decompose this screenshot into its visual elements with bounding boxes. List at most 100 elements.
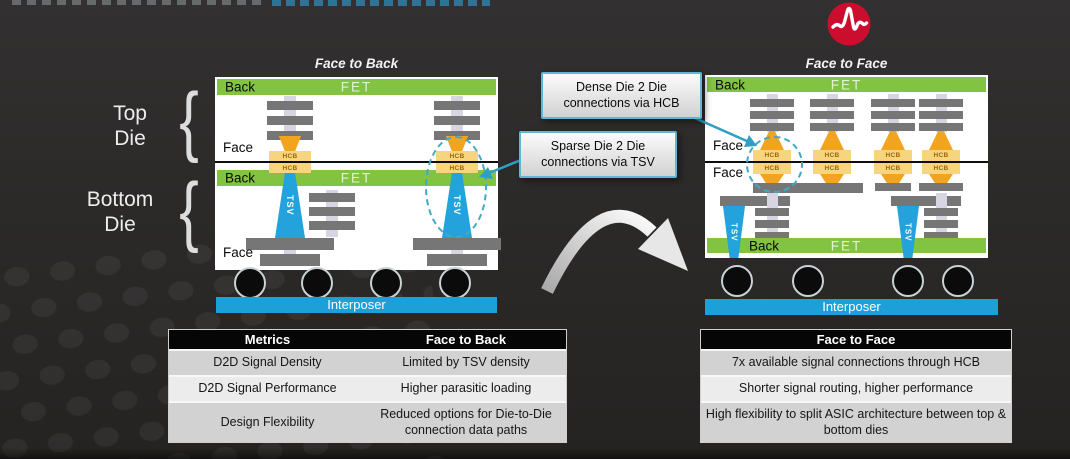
metal-bar <box>871 99 915 107</box>
face-to-back-header: Face to Back <box>366 330 566 349</box>
top-die-fet-layer: Back FET <box>217 79 496 95</box>
routing-bar <box>875 183 911 191</box>
metal-bar <box>924 220 958 228</box>
metal-bar <box>755 208 789 216</box>
metal-bar <box>434 116 480 125</box>
hcb-via-cone <box>820 131 844 150</box>
routing-bar <box>720 196 790 206</box>
back-label: Back <box>225 170 256 186</box>
face-to-back-title: Face to Back <box>314 56 399 71</box>
routing-bar <box>753 183 863 193</box>
face-to-face-table: Face to Face 7x available signal connect… <box>700 329 1012 443</box>
metrics-header: Metrics <box>169 330 366 349</box>
bottom-die-face-label: Face <box>223 245 254 260</box>
metal-bar <box>750 123 794 131</box>
top-die-brace: { <box>179 76 199 164</box>
fet-label: FET <box>830 238 863 253</box>
face-to-face-header: Face to Face <box>701 330 1011 349</box>
hcb-via-cone <box>881 131 905 150</box>
solder-bump <box>892 265 924 297</box>
hcb-pad: HCB <box>874 163 912 174</box>
bond-line <box>705 161 988 163</box>
face-to-face-diagram: Back FET HCB HCB HCB HCB HCB HCB <box>705 75 988 258</box>
back-label: Back <box>749 238 780 253</box>
cropped-title-text-remnant <box>12 0 267 5</box>
metal-bar <box>750 111 794 119</box>
metal-bar <box>750 99 794 107</box>
solder-bump <box>370 267 402 299</box>
metal-bar <box>919 99 963 107</box>
metal-bar <box>924 232 958 240</box>
metal-bar <box>810 99 854 107</box>
metal-bar <box>810 123 854 131</box>
metal-bar <box>924 208 958 216</box>
solder-bump <box>439 267 471 299</box>
interposer-bar: Interposer <box>705 299 998 315</box>
solder-bump <box>301 267 333 299</box>
fet-label: FET <box>830 77 863 92</box>
hcb-pad: HCB <box>269 151 311 161</box>
metal-bar <box>755 220 789 228</box>
bottom-die-label: Bottom Die <box>86 188 154 236</box>
table-row: Shorter signal routing, higher performan… <box>701 375 1011 401</box>
routing-bar <box>919 183 963 191</box>
routing-bar <box>427 254 487 266</box>
hcb-pad: HCB <box>922 150 960 161</box>
bottom-die-fet-layer: Back FET <box>707 238 986 253</box>
bond-line <box>215 161 498 163</box>
hcb-highlight-circle <box>746 136 803 193</box>
hcb-pad: HCB <box>813 163 851 174</box>
metal-bar <box>309 193 355 202</box>
broadcom-pulse-icon <box>827 2 871 46</box>
metal-bar <box>309 207 355 216</box>
metal-bar <box>267 116 313 125</box>
tsv-highlight-ellipse <box>425 136 487 238</box>
sparse-tsv-callout: Sparse Die 2 Die connections via TSV <box>519 131 677 178</box>
top-die-face-label: Face <box>713 138 744 153</box>
metal-bar <box>919 123 963 131</box>
table-row: D2D Signal Performance Higher parasitic … <box>169 375 566 401</box>
tsv-cone: TSV <box>897 206 919 258</box>
hcb-pad: HCB <box>874 150 912 161</box>
top-die-face-label: Face <box>223 140 254 155</box>
solder-bump <box>942 265 974 297</box>
bottom-die-face-label: Face <box>713 165 744 180</box>
routing-bar <box>260 254 320 266</box>
face-to-face-title: Face to Face <box>805 56 888 71</box>
fet-label: FET <box>340 79 373 95</box>
solder-bump <box>234 267 266 299</box>
table-header-row: Face to Face <box>701 330 1011 349</box>
metal-bar <box>810 111 854 119</box>
metal-bar <box>267 131 313 140</box>
routing-bar <box>246 238 334 250</box>
top-die-label: Top Die <box>113 102 147 150</box>
metal-bar <box>871 123 915 131</box>
metal-bar <box>755 232 789 240</box>
metal-bar <box>434 131 480 140</box>
interposer-bar: Interposer <box>216 297 497 313</box>
face-to-back-table: Metrics Face to Back D2D Signal Density … <box>168 329 567 443</box>
metal-bar <box>919 111 963 119</box>
solder-bump <box>721 265 753 297</box>
routing-bar <box>891 196 961 206</box>
table-header-row: Metrics Face to Back <box>169 330 566 349</box>
table-row: High flexibility to split ASIC architect… <box>701 401 1011 442</box>
hcb-via-cone <box>278 136 302 152</box>
hcb-via-cone <box>929 131 953 150</box>
table-row: 7x available signal connections through … <box>701 349 1011 375</box>
hcb-pad: HCB <box>922 163 960 174</box>
table-row: Design Flexibility Reduced options for D… <box>169 401 566 442</box>
hcb-pad: HCB <box>269 163 311 173</box>
table-row: D2D Signal Density Limited by TSV densit… <box>169 349 566 375</box>
metal-bar <box>434 101 480 110</box>
tsv-cone: TSV <box>723 206 745 258</box>
routing-bar <box>413 238 501 250</box>
solder-bump <box>792 265 824 297</box>
transition-curved-arrow <box>541 209 688 294</box>
fet-label: FET <box>340 170 373 186</box>
dense-hcb-callout: Dense Die 2 Die connections via HCB <box>541 72 702 119</box>
back-label: Back <box>225 79 256 95</box>
metal-bar <box>871 111 915 119</box>
metal-bar <box>309 221 355 230</box>
